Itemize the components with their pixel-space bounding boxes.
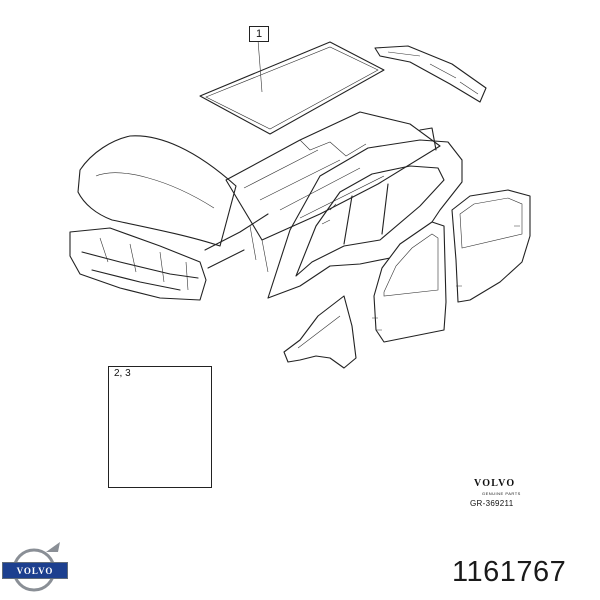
windshield-panel bbox=[199, 41, 385, 135]
callout-1: 1 bbox=[249, 26, 269, 42]
callout-kit-label: 2, 3 bbox=[114, 368, 131, 379]
volvo-logo-badge: VOLVO bbox=[2, 562, 68, 579]
hood-panel bbox=[77, 135, 237, 247]
brand-subtitle: GENUINE PARTS bbox=[482, 491, 521, 496]
front-door bbox=[372, 221, 447, 343]
front-fender bbox=[283, 295, 357, 369]
sealant-kit-box bbox=[108, 366, 212, 488]
reference-code: GR-369211 bbox=[470, 499, 514, 508]
front-structure bbox=[69, 213, 269, 301]
brand-name: VOLVO bbox=[474, 478, 516, 489]
part-number: 1161767 bbox=[452, 556, 567, 588]
underbody-floor bbox=[225, 111, 441, 273]
rear-door bbox=[451, 189, 531, 303]
body-side-frame bbox=[267, 127, 463, 299]
callout-1-leader bbox=[257, 39, 263, 93]
logo-text: VOLVO bbox=[16, 565, 54, 576]
rear-crossmember-panel bbox=[374, 45, 487, 103]
